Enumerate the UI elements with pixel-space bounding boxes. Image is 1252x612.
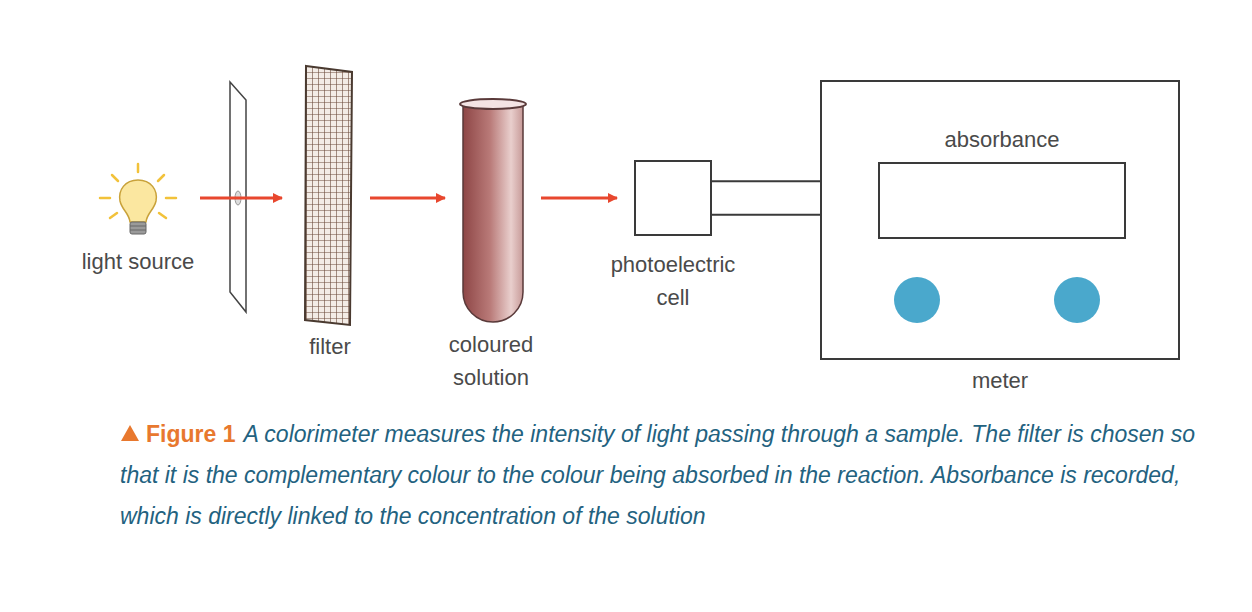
light-bulb	[100, 164, 176, 234]
wire	[712, 181, 820, 214]
part-label: light source	[68, 245, 208, 278]
caption-text: A colorimeter measures the intensity of …	[120, 421, 1195, 529]
filter-grid	[305, 66, 352, 325]
part-label: coloured solution	[426, 328, 556, 394]
test-tube	[463, 104, 523, 322]
caption-triangle	[120, 424, 140, 442]
figure-number: Figure 1	[146, 421, 235, 447]
part-label: filter	[280, 330, 380, 363]
meter-box: meterabsorbance	[820, 80, 1180, 360]
meter-knob	[894, 277, 940, 323]
photoelectric-cell: photoelectric cell	[634, 160, 712, 236]
display-box: absorbance	[878, 162, 1126, 239]
node-label: photoelectric cell	[598, 248, 748, 314]
caption: Figure 1A colorimeter measures the inten…	[120, 414, 1220, 537]
meter-knob	[1054, 277, 1100, 323]
light-ray	[200, 197, 617, 200]
node-label: meter	[940, 364, 1060, 397]
node-label: absorbance	[902, 123, 1102, 156]
